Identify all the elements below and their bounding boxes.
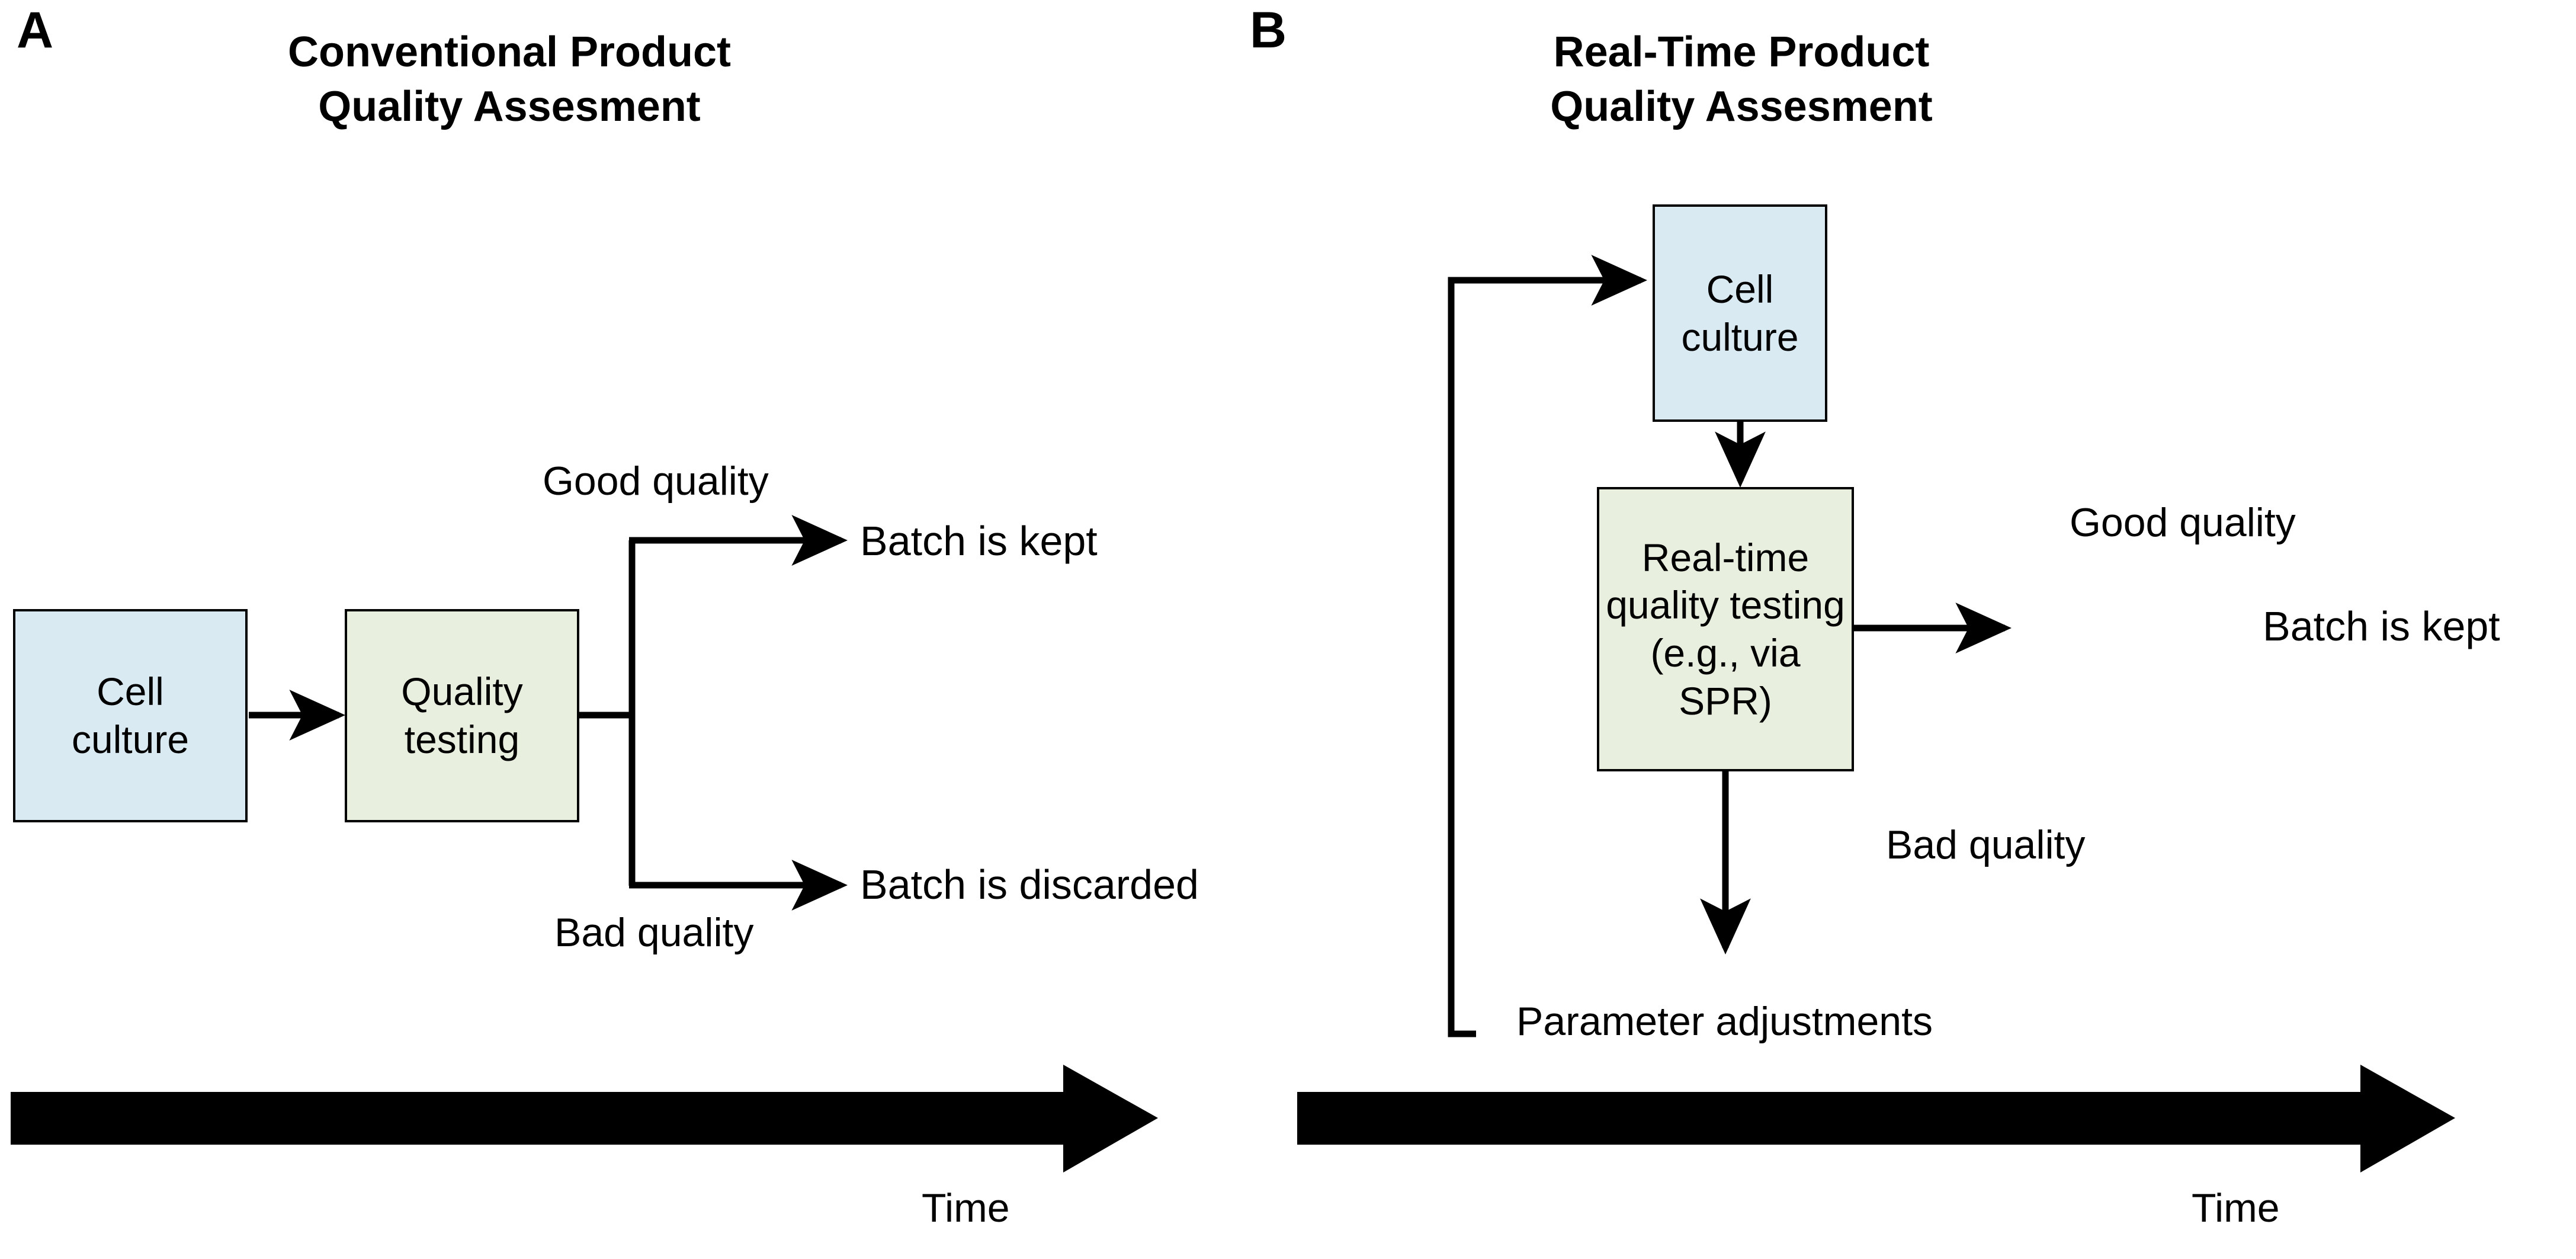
panel-b-node-cell-culture[interactable]: Cell culture [1653, 204, 1827, 422]
panel-a-title: Conventional Product Quality Assesment [287, 28, 732, 131]
panel-a-node-cell-culture-label: Cell culture [71, 669, 190, 761]
panel-b-outcome-batch-kept: Batch is kept [2263, 603, 2500, 649]
edge-b-feedback-loop [1448, 255, 1648, 1037]
panel-a-time-label: Time [922, 1186, 1010, 1231]
panel-b-label-parameter-adjustments: Parameter adjustments [1516, 999, 1933, 1044]
panel-a-letter: A [17, 2, 54, 59]
time-arrow-a [11, 1065, 1158, 1172]
panel-a-label-bad-quality: Bad quality [554, 910, 754, 955]
panel-b-time-label: Time [2192, 1186, 2280, 1231]
panel-a-outcome-batch-kept: Batch is kept [860, 518, 1098, 564]
panel-b-letter: B [1250, 2, 1287, 59]
panel-b-title: Real-Time Product Quality Assesment [1550, 28, 1933, 131]
panel-b-label-good-quality: Good quality [2070, 500, 2296, 545]
panel-a-label-good-quality: Good quality [543, 459, 769, 504]
panel-a-node-quality-testing-label: Quality testing [401, 669, 523, 761]
panel-b-label-bad-quality: Bad quality [1886, 822, 2086, 867]
panel-b-node-cell-culture-label: Cell culture [1681, 267, 1799, 359]
panel-a-outcome-batch-discarded: Batch is discarded [860, 861, 1199, 908]
panel-b-node-realtime-quality-testing[interactable]: Real-time quality testing (e.g., via SPR… [1597, 487, 1854, 771]
panel-b-node-realtime-quality-testing-label: Real-time quality testing (e.g., via SPR… [1606, 535, 1845, 723]
panel-a-node-cell-culture[interactable]: Cell culture [13, 609, 248, 822]
panel-a-node-quality-testing[interactable]: Quality testing [345, 609, 579, 822]
time-arrow-b [1297, 1065, 2455, 1172]
